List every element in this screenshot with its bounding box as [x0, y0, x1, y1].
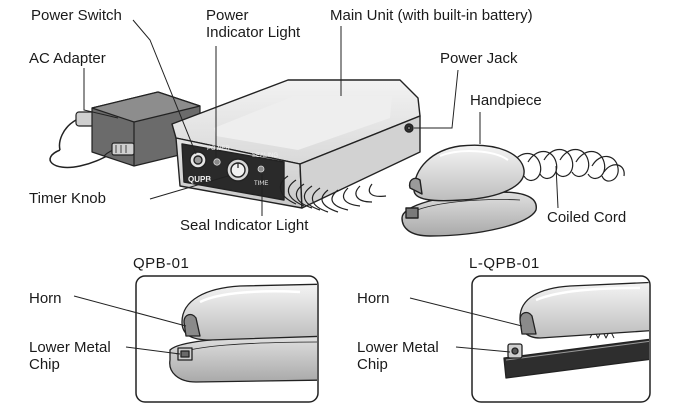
panel-sealing-text: SEALING: [252, 153, 278, 159]
ac-adapter-drawing: [49, 91, 201, 169]
label-handpiece: Handpiece: [470, 92, 542, 109]
panel-power-text: POWER: [207, 146, 230, 152]
leader-ac-adapter: [83, 68, 119, 119]
label-power-jack: Power Jack: [440, 50, 518, 67]
leader-chip-right: [455, 346, 511, 353]
detail-left-title: QPB-01: [133, 255, 190, 272]
label-power-indicator-line2: Indicator Light: [206, 24, 301, 41]
label-horn-right: Horn: [357, 290, 390, 307]
label-main-unit: Main Unit (with built-in battery): [330, 7, 533, 24]
panel-time-text: TIME: [254, 181, 268, 187]
label-coiled-cord: Coiled Cord: [547, 209, 627, 226]
label-power-indicator-light: Power Indicator Light: [206, 7, 300, 41]
leader-power-jack: [414, 69, 459, 129]
label-chip-left-line2: Chip: [29, 356, 60, 373]
label-chip-left-line1: Lower Metal: [29, 339, 111, 356]
handpiece-drawing: [401, 144, 537, 237]
label-chip-right-line1: Lower Metal: [357, 339, 439, 356]
panel-brand-text: QUPB: [188, 175, 211, 184]
leader-chip-left: [125, 346, 181, 355]
coiled-cord-drawing: [279, 148, 625, 213]
label-seal-indicator-light: Seal Indicator Light: [180, 217, 309, 234]
label-ac-adapter: AC Adapter: [29, 50, 106, 67]
label-chip-left: Lower Metal Chip: [29, 339, 111, 373]
leader-coiled-cord: [555, 165, 559, 209]
label-chip-right-line2: Chip: [357, 356, 388, 373]
main-unit-drawing: [171, 79, 421, 209]
leader-horn-right: [409, 297, 523, 327]
detail-right-title: L-QPB-01: [469, 255, 540, 272]
leader-power-switch: [132, 19, 197, 155]
label-timer-knob: Timer Knob: [29, 190, 106, 207]
detail-panel-right: [409, 275, 651, 403]
detail-panel-left: [73, 275, 319, 403]
label-power-switch: Power Switch: [31, 7, 122, 24]
label-horn-left: Horn: [29, 290, 62, 307]
label-chip-right: Lower Metal Chip: [357, 339, 439, 373]
leader-lines-top: [83, 19, 559, 216]
label-power-indicator-line1: Power: [206, 7, 249, 24]
leader-horn-left: [73, 295, 187, 327]
leader-timer-knob: [149, 175, 229, 200]
